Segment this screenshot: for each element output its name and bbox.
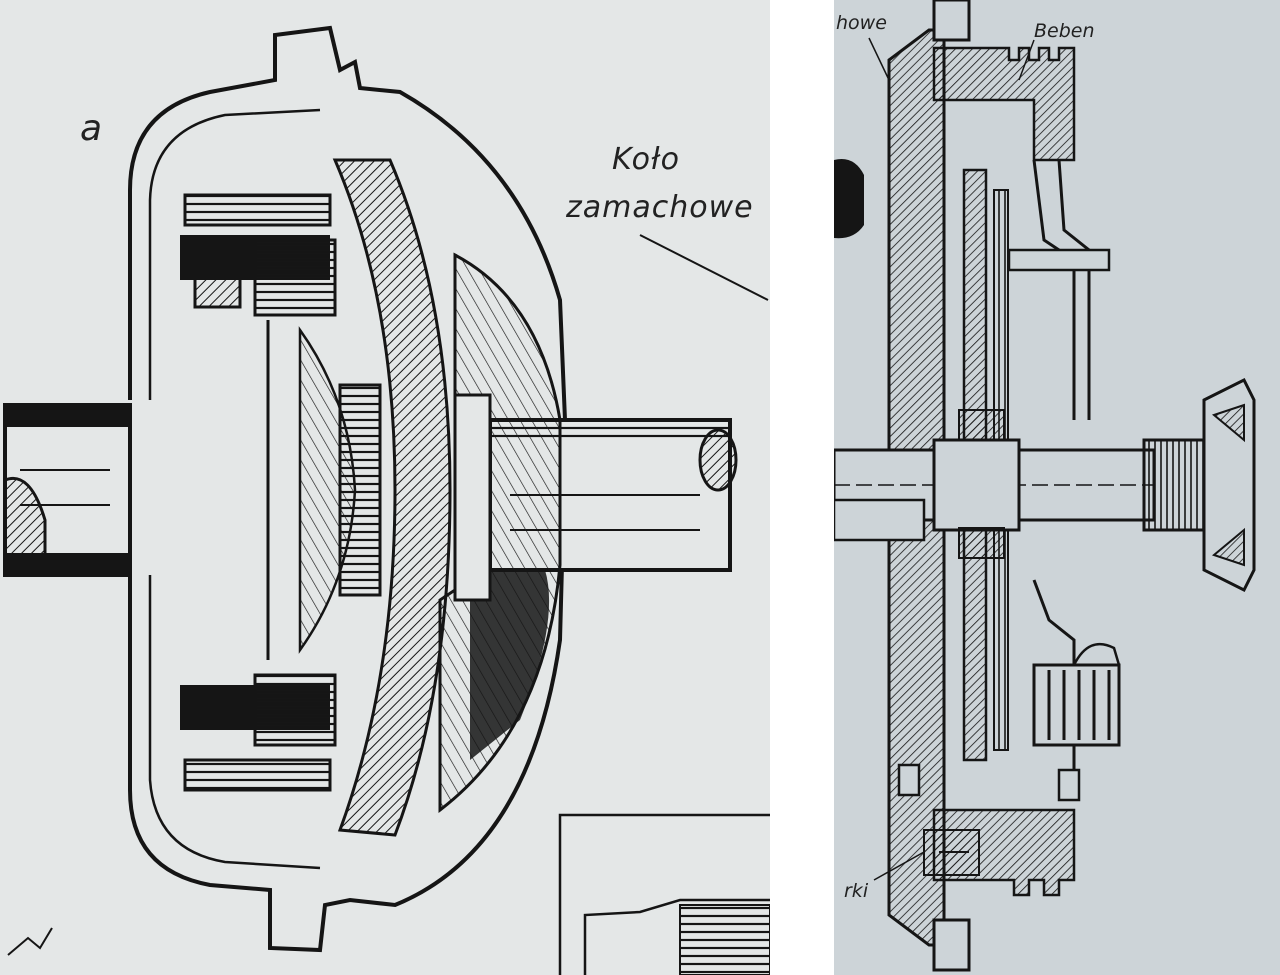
clutch-section-drawing-b [834, 0, 1256, 972]
right-drawing-panel: howe Beben rki [834, 0, 1280, 975]
figure-letter-label: a [80, 108, 103, 149]
clutch-section-drawing-a [3, 25, 770, 975]
flywheel-label-line1: Koło [612, 142, 680, 177]
left-drawing-panel: a Koło zamachowe [0, 0, 770, 975]
drum-label: Beben [1034, 20, 1095, 42]
bottom-partial-label: rki [844, 880, 869, 902]
flywheel-label-line2: zamachowe [566, 190, 754, 225]
panel-separator [770, 0, 834, 975]
flywheel-partial-label: howe [836, 12, 887, 34]
